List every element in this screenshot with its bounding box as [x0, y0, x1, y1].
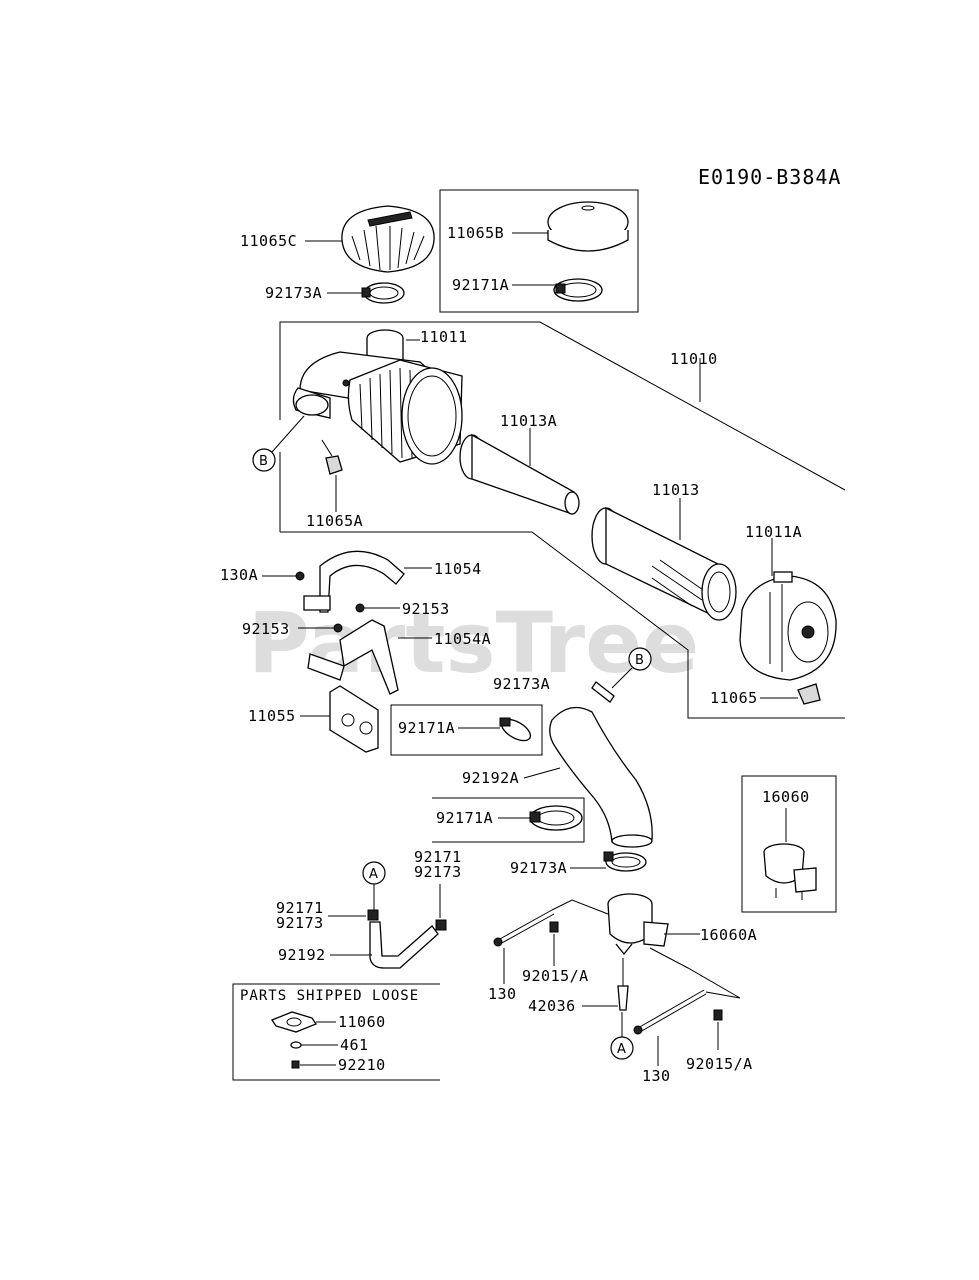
label-11011: 11011: [420, 328, 468, 346]
label-92173A-mid: 92173A: [493, 675, 550, 693]
label-92153-right: 92153: [402, 600, 450, 618]
label-11011A: 11011A: [745, 523, 802, 541]
bolt-92153-right-icon[interactable]: [355, 603, 365, 613]
outer-filter-11013-icon[interactable]: [591, 506, 737, 621]
label-92015A-left: 92015/A: [522, 967, 589, 985]
clamp-92171-left-icon[interactable]: [367, 909, 379, 921]
washer-461-icon[interactable]: [290, 1041, 302, 1049]
nut-92210-icon[interactable]: [291, 1060, 300, 1069]
label-11065A: 11065A: [306, 512, 363, 530]
label-92015A-right: 92015/A: [686, 1055, 753, 1073]
clamp-92173A-mid-icon[interactable]: [591, 681, 615, 703]
label-92173-a: 92173: [276, 914, 324, 932]
label-11055: 11055: [248, 707, 296, 725]
label-92173-b: 92173: [414, 863, 462, 881]
label-92171A-top: 92171A: [452, 276, 509, 294]
option-box-mid: [390, 704, 543, 756]
label-461: 461: [340, 1036, 369, 1054]
clamp-92173A-top-icon[interactable]: [361, 282, 405, 304]
label-11054: 11054: [434, 560, 482, 578]
label-16060: 16060: [762, 788, 810, 806]
cap-11065C-icon[interactable]: [341, 205, 435, 273]
ref-a-label-1: A: [617, 1042, 626, 1057]
option-box-16060: [741, 775, 837, 913]
label-11010: 11010: [670, 350, 718, 368]
bracket-11054-icon[interactable]: [303, 550, 405, 613]
nut-92015A-left-icon[interactable]: [549, 921, 559, 933]
label-92171-b: 92171: [414, 848, 462, 866]
label-11065C: 11065C: [240, 232, 297, 250]
option-box-top: [439, 189, 639, 313]
bracket-11054A-icon[interactable]: [307, 619, 399, 695]
label-11065: 11065: [710, 689, 758, 707]
plate-11055-icon[interactable]: [329, 685, 379, 753]
label-11013A: 11013A: [500, 412, 557, 430]
bolt-130-right-icon[interactable]: [633, 989, 707, 1035]
precleaner-16060A-icon[interactable]: [607, 893, 669, 956]
ref-b-label-2: B: [635, 653, 644, 668]
parts-loose-title: PARTS SHIPPED LOOSE: [240, 988, 419, 1004]
cover-11011A-icon[interactable]: [739, 571, 837, 681]
clamp-92171A-mid-icon[interactable]: [498, 715, 534, 745]
label-92171A-mid: 92171A: [398, 719, 455, 737]
label-92153-left: 92153: [242, 620, 290, 638]
label-92173A-top: 92173A: [265, 284, 322, 302]
valve-11065A-icon[interactable]: [325, 455, 343, 475]
label-16060A: 16060A: [700, 926, 757, 944]
label-92210: 92210: [338, 1056, 386, 1074]
bolt-130A-icon[interactable]: [295, 571, 305, 581]
label-92171A-low: 92171A: [436, 809, 493, 827]
gasket-11060-icon[interactable]: [271, 1011, 317, 1033]
label-92173A-low: 92173A: [510, 859, 567, 877]
label-92192: 92192: [278, 946, 326, 964]
inner-filter-11013A-icon[interactable]: [459, 433, 580, 515]
precleaner-16060-icon[interactable]: [763, 843, 817, 900]
label-11054A: 11054A: [434, 630, 491, 648]
clamp-92173A-low-icon[interactable]: [603, 851, 647, 872]
ref-a-label-2: A: [369, 867, 378, 882]
clamp-92171A-low-icon[interactable]: [529, 805, 583, 831]
option-box-low: [432, 797, 585, 843]
label-130-right: 130: [642, 1067, 671, 1085]
ref-b-circle-1: [252, 448, 276, 472]
label-92171-a: 92171: [276, 899, 324, 917]
ref-b-circle-2: [628, 647, 652, 671]
bolt-130-left-icon[interactable]: [493, 909, 555, 947]
air-cleaner-body-11011-icon[interactable]: [292, 329, 463, 465]
label-11013: 11013: [652, 481, 700, 499]
fitting-42036-icon[interactable]: [617, 985, 629, 1011]
clamp-92171A-top-icon[interactable]: [553, 278, 603, 302]
nut-92015A-right-icon[interactable]: [713, 1009, 723, 1021]
ref-b-label-1: B: [259, 454, 268, 469]
bolt-92153-left-icon[interactable]: [333, 623, 343, 633]
parts-loose-box: [232, 983, 440, 1081]
diagram-code: E0190-B384A: [698, 165, 841, 189]
label-130A: 130A: [220, 566, 258, 584]
hose-92192-icon[interactable]: [369, 921, 439, 969]
cap-11065B-icon[interactable]: [547, 201, 629, 252]
hose-92192A-icon[interactable]: [549, 706, 653, 848]
valve-11065-icon[interactable]: [797, 683, 821, 705]
clamp-92171-right-icon[interactable]: [435, 919, 447, 931]
label-42036: 42036: [528, 997, 576, 1015]
label-11065B: 11065B: [447, 224, 504, 242]
label-130-left: 130: [488, 985, 517, 1003]
label-92192A: 92192A: [462, 769, 519, 787]
label-11060: 11060: [338, 1013, 386, 1031]
